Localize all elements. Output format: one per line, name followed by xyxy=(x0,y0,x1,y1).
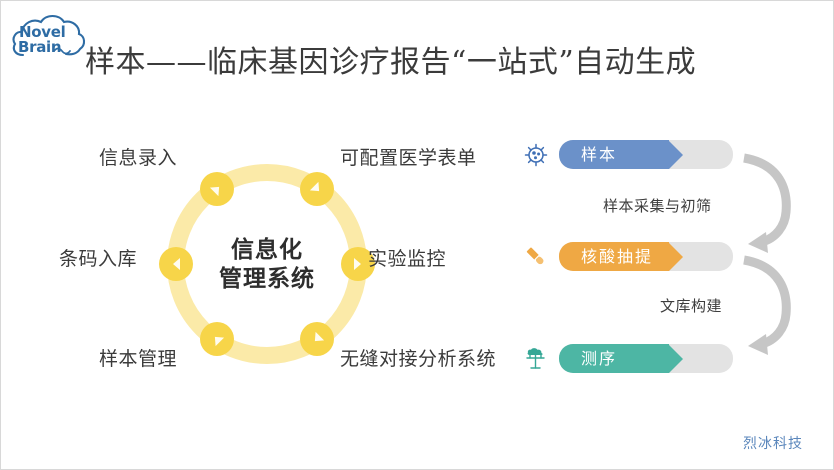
cycle-node-arrow-down-right[interactable] xyxy=(300,322,334,356)
novel-brain-logo: Novel Brain xyxy=(9,7,91,65)
information-management-cycle: 信息化 管理系统 xyxy=(159,164,375,364)
connector-label-sample-collection: 样本采集与初筛 xyxy=(603,197,712,215)
cycle-center-line1: 信息化 xyxy=(231,235,303,263)
arrow-down-right-icon xyxy=(314,331,325,342)
stage-label-nucleic-acid-extraction: 核酸抽提 xyxy=(581,247,654,266)
cycle-label-information-entry: 信息录入 xyxy=(99,147,178,169)
arrow-up-left-icon xyxy=(209,186,220,197)
pipeline-stage-sample[interactable]: 样本 xyxy=(521,139,733,171)
cycle-label-configurable-medical-form: 可配置医学表单 xyxy=(340,147,477,169)
arrow-right-icon xyxy=(354,258,361,270)
stage-progress-bar-sequencing[interactable]: 测序 xyxy=(559,344,733,373)
logo-text-novel: Novel xyxy=(19,23,66,41)
logo-text-brain: Brain xyxy=(18,38,62,56)
stage-progress-bar-nucleic-acid-extraction[interactable]: 核酸抽提 xyxy=(559,242,733,271)
pipeline-stage-nucleic-acid-extraction[interactable]: 核酸抽提 xyxy=(521,241,733,273)
virus-cell-icon xyxy=(521,139,551,171)
cycle-label-experiment-monitoring: 实验监控 xyxy=(368,248,447,270)
cloud-icon xyxy=(12,14,86,57)
cycle-label-seamless-analysis-system: 无缝对接分析系统 xyxy=(340,348,497,370)
curved-arrow-icon-1 xyxy=(743,153,791,253)
stage-fill xyxy=(559,140,683,169)
stage-fill xyxy=(559,344,683,373)
arrow-left-icon xyxy=(173,258,180,270)
cycle-node-arrow-down-left[interactable] xyxy=(200,322,234,356)
sequencer-tree-icon xyxy=(521,343,551,375)
cycle-node-arrow-up-left[interactable] xyxy=(200,172,234,206)
stage-label-sample: 样本 xyxy=(581,145,618,164)
cycle-node-arrow-up-right[interactable] xyxy=(300,172,334,206)
cycle-center-text: 信息化 管理系统 xyxy=(167,164,367,364)
arrow-up-right-icon xyxy=(309,181,320,192)
arrow-down-left-icon xyxy=(214,336,225,347)
stage-fill xyxy=(559,242,683,271)
page-title: 样本——临床基因诊疗报告“一站式”自动生成 xyxy=(85,45,697,80)
curved-arrow-icon-2 xyxy=(743,255,791,355)
stage-progress-bar-sample[interactable]: 样本 xyxy=(559,140,733,169)
test-tube-icon xyxy=(521,241,551,273)
cycle-node-arrow-left[interactable] xyxy=(159,247,193,281)
connector-label-library-construction: 文库构建 xyxy=(660,297,723,315)
cycle-node-arrow-right[interactable] xyxy=(341,247,375,281)
cycle-center-line2: 管理系统 xyxy=(219,265,315,292)
footer-brand: 烈冰科技 xyxy=(743,436,803,452)
cycle-label-barcode-storage: 条码入库 xyxy=(59,248,138,270)
cycle-label-sample-management: 样本管理 xyxy=(99,348,178,370)
pipeline-stage-sequencing[interactable]: 测序 xyxy=(521,343,733,375)
stage-label-sequencing: 测序 xyxy=(581,349,618,368)
